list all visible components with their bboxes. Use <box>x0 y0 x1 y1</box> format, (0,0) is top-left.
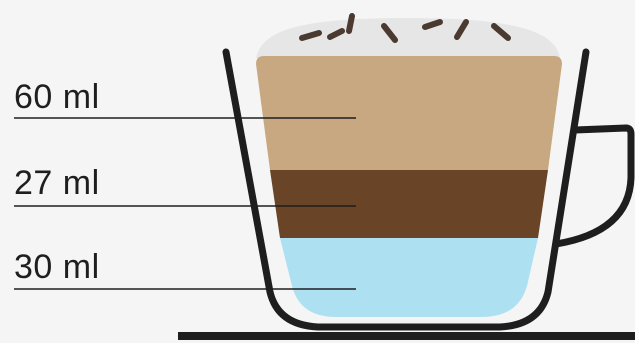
layer-label-middle: 27 ml <box>14 166 100 200</box>
milk-foam-layer <box>256 56 562 170</box>
layer-label-top: 60 ml <box>14 80 100 114</box>
water-layer <box>280 238 538 317</box>
layer-label-bottom: 30 ml <box>14 250 100 284</box>
espresso-layer <box>270 170 548 238</box>
